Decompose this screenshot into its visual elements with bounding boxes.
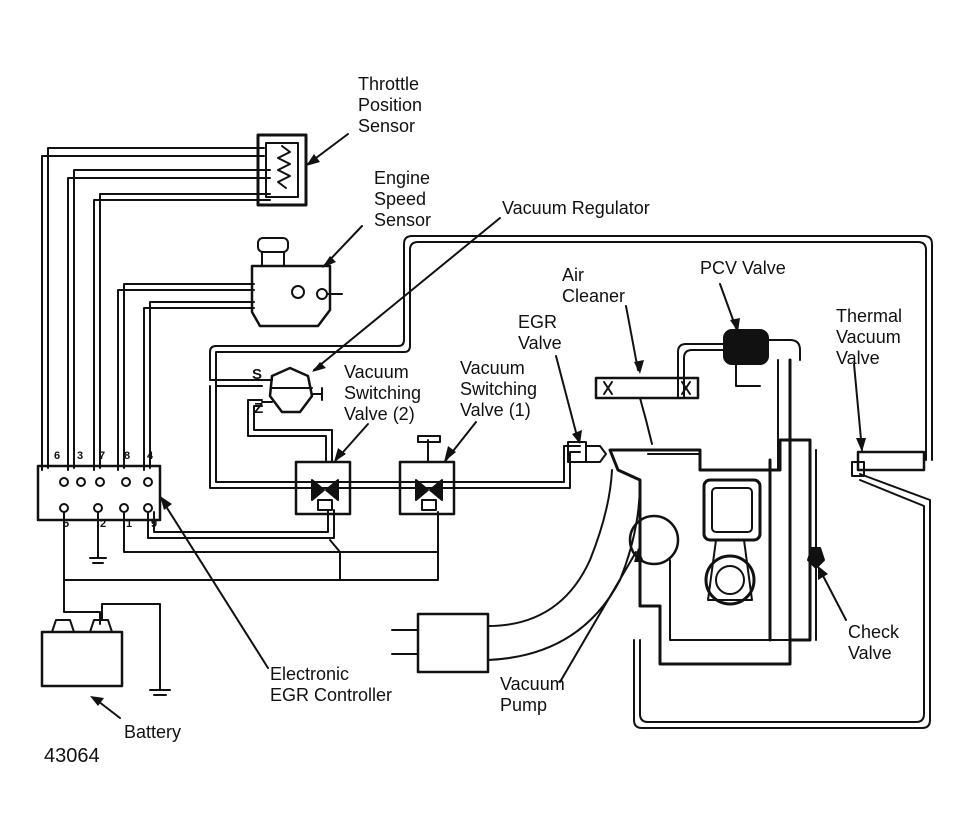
thermal-vacuum-valve <box>851 450 926 477</box>
check-valve <box>807 449 825 641</box>
regulator-port-s: S <box>252 366 263 383</box>
figure-number: 43064 <box>44 745 100 767</box>
pin-label-5: 5 <box>63 518 70 530</box>
engine-block <box>608 358 812 666</box>
vacuum-switching-valve-2 <box>294 460 352 516</box>
label-electronic-egr-controller: Electronic EGR Controller <box>270 664 393 705</box>
controller-lower-wires <box>63 509 439 625</box>
tps-wires <box>41 147 271 471</box>
label-air-cleaner: Air Cleaner <box>562 265 626 306</box>
ess-wires <box>117 283 255 471</box>
label-vacuum-switching-valve-1: Vacuum Switching Valve (1) <box>460 358 538 420</box>
label-engine-speed-sensor: Engine Speed Sensor <box>374 168 432 230</box>
label-pcv-valve: PCV Valve <box>700 258 786 278</box>
pin-label-4: 4 <box>147 450 154 462</box>
pin-label-6: 6 <box>54 450 61 462</box>
air-cleaner <box>594 376 700 445</box>
pin-label-9: 9 <box>151 518 158 530</box>
pin-label-1: 1 <box>126 518 133 530</box>
engine-speed-sensor <box>250 237 343 328</box>
pin-label-2: 2 <box>100 518 107 530</box>
pin-label-3: 3 <box>77 450 84 462</box>
electronic-egr-controller <box>36 464 162 522</box>
arrowheads <box>90 154 866 706</box>
label-thermal-vacuum-valve: Thermal Vacuum Valve <box>836 306 903 368</box>
egr-valve <box>567 441 607 463</box>
label-vacuum-pump: Vacuum Pump <box>500 674 565 715</box>
regulator-port-z: Z <box>254 400 264 417</box>
label-vacuum-regulator: Vacuum Regulator <box>502 198 650 218</box>
label-egr-valve: EGR Valve <box>518 312 562 353</box>
pin-label-7: 7 <box>99 450 106 462</box>
battery <box>40 603 171 696</box>
label-vacuum-switching-valve-2: Vacuum Switching Valve (2) <box>344 362 422 424</box>
label-check-valve: Check Valve <box>848 622 900 663</box>
label-battery: Battery <box>124 722 182 742</box>
vacuum-regulator <box>261 366 323 414</box>
pcv-valve <box>677 329 801 399</box>
vacuum-hoses <box>209 235 933 729</box>
vacuum-switching-valve-1 <box>398 435 456 516</box>
pin-label-8: 8 <box>124 450 131 462</box>
label-throttle-position-sensor: Throttle Position Sensor <box>358 74 423 136</box>
